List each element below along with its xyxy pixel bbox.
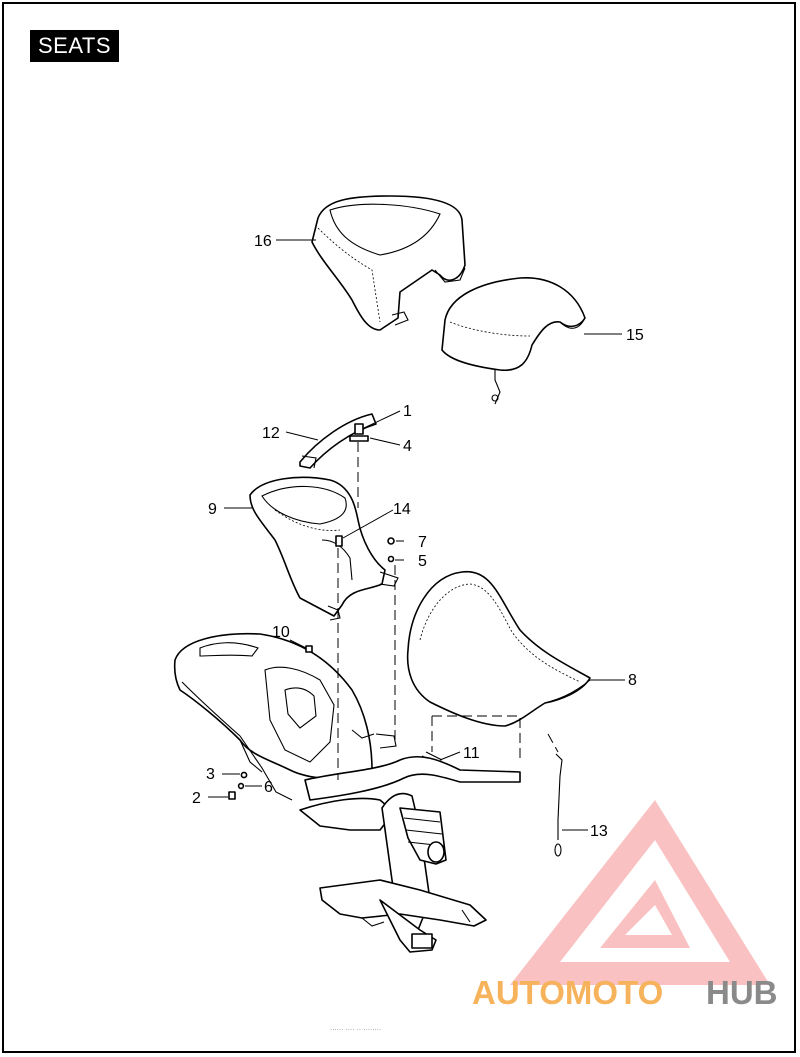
callout-1: 1 xyxy=(403,403,412,420)
callout-labels: 1 2 3 4 5 6 7 8 9 10 11 12 13 14 15 16 xyxy=(192,233,644,840)
part-14-7-5-hardware xyxy=(335,535,395,563)
callout-14: 14 xyxy=(393,501,411,518)
part-9-rear-seat xyxy=(249,476,399,621)
rear-fender-frame xyxy=(173,632,521,953)
callout-8: 8 xyxy=(628,672,637,689)
callout-12: 12 xyxy=(262,425,280,442)
part-16-passenger-seat xyxy=(311,195,466,331)
callout-10: 10 xyxy=(272,624,290,641)
assembly-lines xyxy=(337,442,559,780)
small-hardware xyxy=(228,645,313,800)
footer-text: ...... .... .. ........ xyxy=(330,1023,381,1032)
part-8-front-seat xyxy=(406,571,591,727)
callout-9: 9 xyxy=(208,501,217,518)
callout-2: 2 xyxy=(192,790,201,807)
callout-5: 5 xyxy=(418,553,427,570)
callout-3: 3 xyxy=(206,766,215,783)
callout-11: 11 xyxy=(463,745,480,762)
callout-7: 7 xyxy=(418,534,427,551)
callout-16: 16 xyxy=(254,233,272,250)
watermark-part2: HUB xyxy=(706,974,778,1011)
watermark-part1: AUTOMOTO xyxy=(472,974,663,1011)
part-1-4-hardware xyxy=(349,423,369,442)
watermark-logo xyxy=(510,800,770,985)
part-13-lanyard xyxy=(554,753,563,857)
watermark-text: AUTOMOTO HUB xyxy=(472,974,778,1011)
callout-6: 6 xyxy=(264,779,273,796)
callout-4: 4 xyxy=(403,438,412,455)
leader-lines xyxy=(208,239,625,831)
callout-15: 15 xyxy=(626,327,644,344)
part-15-pillion-pad xyxy=(441,277,586,405)
callout-13: 13 xyxy=(590,823,608,840)
page-title: SEATS xyxy=(30,30,120,62)
